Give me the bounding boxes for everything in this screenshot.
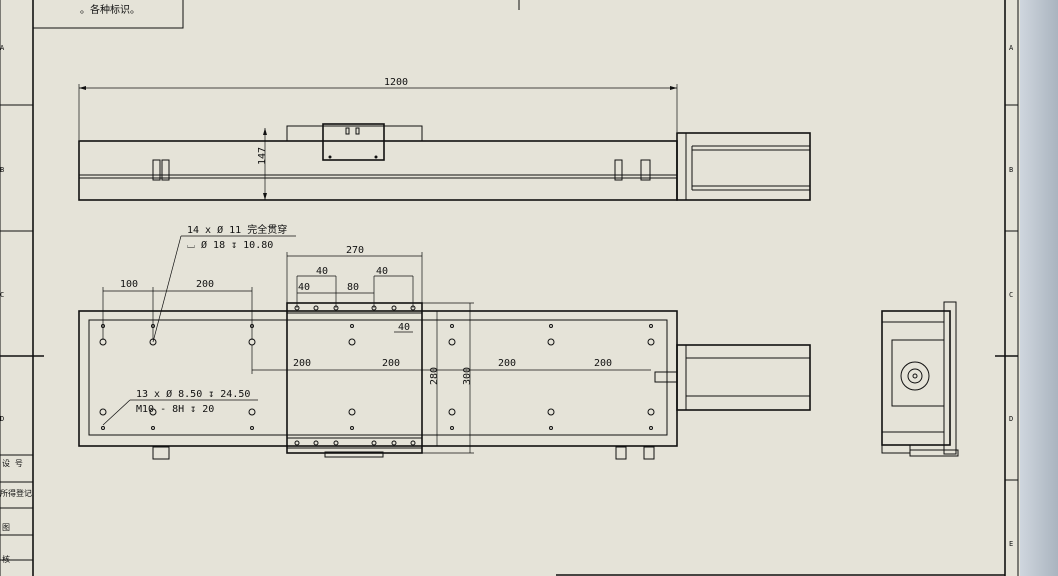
- tap-note-line2: M10 - 8H ↧ 20: [136, 404, 214, 415]
- dim-300: 300: [462, 367, 473, 385]
- zone-letter: B: [0, 166, 4, 174]
- table-cell: 所得登记: [0, 488, 32, 498]
- zone-letter: D: [0, 415, 4, 423]
- front-view: 1200 147: [78, 77, 811, 201]
- window-edge: [1020, 0, 1058, 576]
- zone-letter: C: [0, 291, 4, 299]
- dim-280: 280: [429, 367, 440, 385]
- end-view: [881, 301, 959, 457]
- dim-40: 40: [298, 282, 310, 293]
- dim-147: 147: [257, 147, 268, 165]
- zone-letters-left: A B C D: [0, 44, 5, 423]
- table-cell: 设 号: [2, 458, 23, 468]
- dim-200: 200: [196, 279, 214, 290]
- dim-200: 200: [594, 358, 612, 369]
- dim-40: 40: [398, 322, 410, 333]
- dim-200: 200: [382, 358, 400, 369]
- dim-200: 200: [498, 358, 516, 369]
- dim-100: 100: [120, 279, 138, 290]
- zone-letter: C: [1009, 291, 1013, 299]
- zone-letter: A: [0, 44, 5, 52]
- sheet-border: [0, 0, 1019, 576]
- mounting-holes: [99, 305, 655, 446]
- dim-80: 80: [347, 282, 359, 293]
- zone-letter: B: [1009, 166, 1013, 174]
- table-cell: 图: [2, 523, 10, 532]
- dim-200: 200: [293, 358, 311, 369]
- hole-note-line1: 14 x Ø 11 完全贯穿: [187, 223, 287, 236]
- dim-40: 40: [316, 266, 328, 277]
- zone-letter: A: [1009, 44, 1014, 52]
- tap-note-line1: 13 x Ø 8.50 ↧ 24.50: [136, 388, 250, 400]
- left-table: 设 号 所得登记 图 核: [0, 458, 32, 564]
- top-view: 270 40 40 40 80 40 100 200 200 200 200 2…: [78, 223, 811, 460]
- dim-40: 40: [376, 266, 388, 277]
- dim-1200: 1200: [384, 77, 408, 88]
- hole-note-line2: ⌴ Ø 18 ↧ 10.80: [187, 239, 273, 251]
- zone-letter: E: [1009, 540, 1013, 548]
- table-cell: 核: [2, 554, 10, 564]
- zone-letter: D: [1009, 415, 1013, 423]
- title-note: 。各种标识。: [80, 3, 140, 16]
- zone-letters-right: A B C D E: [1009, 44, 1014, 548]
- dim-270: 270: [346, 245, 364, 256]
